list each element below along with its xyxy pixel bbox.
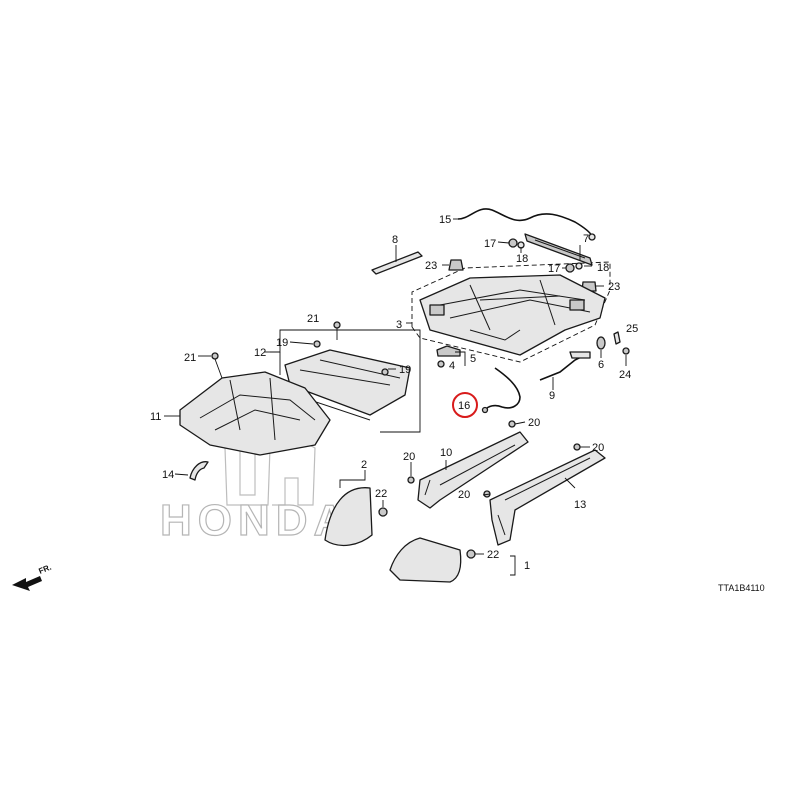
callout-14: 14 — [162, 469, 174, 481]
part-2-trim-cover — [324, 487, 373, 547]
part-14-clip — [189, 461, 209, 481]
part-1-trim-cover — [389, 537, 462, 583]
part-22-nut-b — [466, 549, 476, 559]
callout-22: 22 — [375, 488, 387, 500]
part-21-screw-b — [211, 352, 219, 360]
group-box-12 — [270, 329, 421, 433]
callout-21: 21 — [307, 313, 319, 325]
callout-17: 17 — [548, 263, 560, 275]
part-19-screw-a — [313, 340, 321, 348]
callout-18: 18 — [597, 262, 609, 274]
callout-10: 10 — [440, 447, 452, 459]
callout-numbers: 15 8 17 18 7 17 18 23 23 3 21 12 19 19 2… — [150, 214, 638, 572]
callout-1: 1 — [524, 560, 530, 572]
callout-11: 11 — [150, 411, 161, 423]
callout-20: 20 — [592, 442, 604, 454]
callout-20: 20 — [403, 451, 415, 463]
honda-watermark: HONDA — [159, 439, 351, 546]
part-24-clip — [622, 347, 630, 355]
callout-5: 5 — [470, 353, 476, 365]
part-13-seat-rail — [489, 449, 606, 546]
part-19-screw-b — [381, 368, 389, 376]
part-17-nut-b — [565, 263, 575, 273]
part-25-pin — [613, 331, 621, 345]
callout-21: 21 — [184, 352, 196, 364]
callout-2: 2 — [361, 459, 367, 471]
callout-24: 24 — [619, 369, 631, 381]
figure-code: TTA1B4110 — [718, 583, 765, 593]
callout-15: 15 — [439, 214, 451, 226]
part-11-seat-cushion — [179, 371, 331, 456]
part-20-bolt-d — [573, 443, 581, 451]
callout-9: 9 — [549, 390, 555, 402]
callout-17: 17 — [484, 238, 496, 250]
callout-19: 19 — [399, 364, 411, 376]
part-5-bracket — [436, 345, 461, 357]
callout-4: 4 — [449, 360, 455, 372]
callout-25: 25 — [626, 323, 638, 335]
callout-16: 16 — [458, 400, 470, 412]
part-20-bolt-a — [407, 476, 415, 484]
callout-23: 23 — [608, 281, 620, 293]
part-16-cable — [484, 367, 521, 411]
front-arrow-icon — [12, 576, 42, 591]
callout-6: 6 — [598, 359, 604, 371]
callout-12: 12 — [254, 347, 266, 359]
front-direction-indicator: FR. — [12, 563, 53, 591]
part-9-link — [539, 354, 586, 381]
part-4-clip — [437, 360, 445, 368]
callout-7: 7 — [583, 233, 589, 245]
part-23-nut-a — [448, 259, 464, 271]
part-7-rail — [524, 233, 593, 266]
callout-18: 18 — [516, 253, 528, 265]
part-21-screw-a — [333, 321, 341, 329]
highlight-circle — [452, 392, 478, 418]
callout-3: 3 — [396, 319, 402, 331]
callout-20: 20 — [458, 489, 470, 501]
leader-lines — [164, 218, 604, 555]
part-8-strip — [371, 251, 423, 275]
part-18-clip-b — [575, 262, 583, 270]
direction-label: FR. — [37, 563, 52, 576]
watermark-text: HONDA — [160, 496, 351, 545]
callout-20: 20 — [528, 417, 540, 429]
part-15-cable — [457, 208, 593, 237]
part-22-nut-a — [378, 507, 388, 517]
part-3-seat-frame — [419, 274, 606, 356]
callout-13: 13 — [574, 499, 586, 511]
callout-8: 8 — [392, 234, 398, 246]
callout-19: 19 — [276, 337, 288, 349]
part-6-grommet — [596, 336, 606, 350]
part-20-bolt-b — [508, 420, 516, 428]
callout-22: 22 — [487, 549, 499, 561]
cable-end — [588, 233, 596, 241]
callout-23: 23 — [425, 260, 437, 272]
part-10-seat-rail — [417, 431, 529, 509]
part-17-nut-a — [508, 238, 518, 248]
